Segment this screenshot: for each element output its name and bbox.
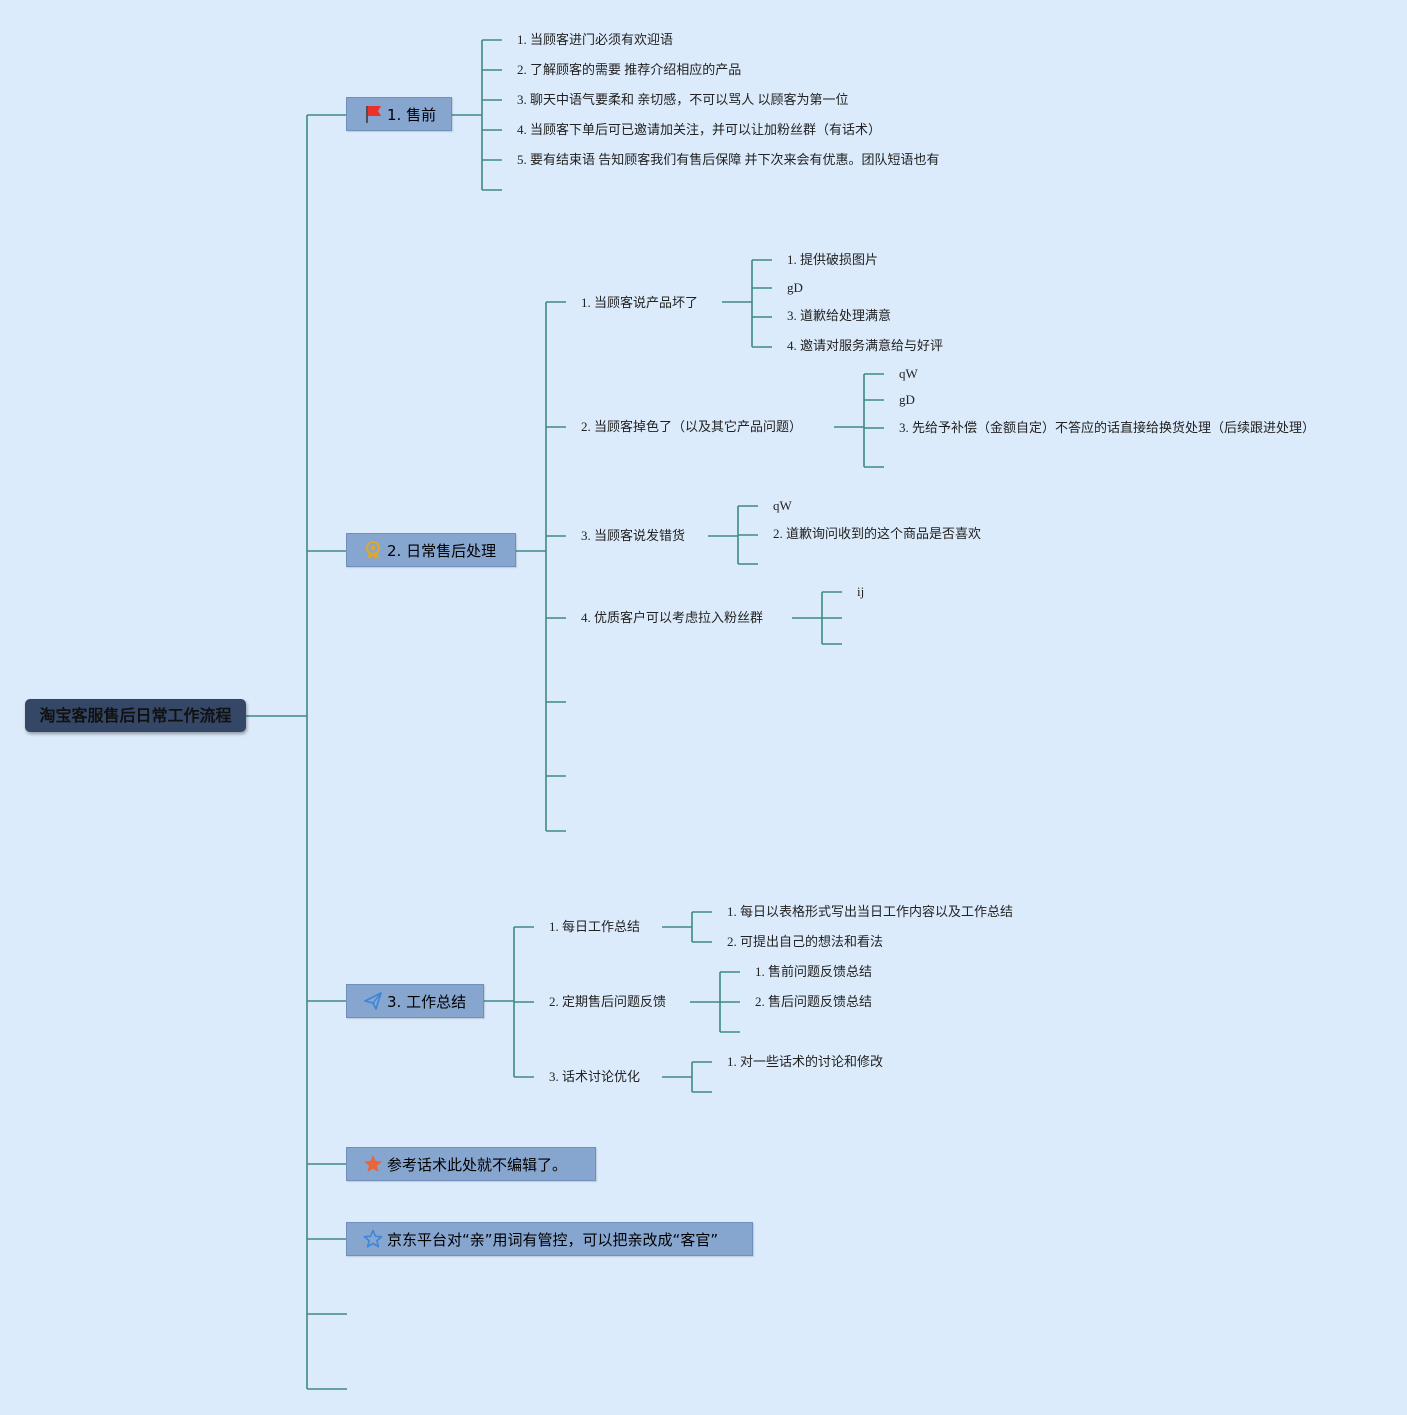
topic-label: 京东平台对“亲”用词有管控，可以把亲改成“客官”: [387, 1231, 719, 1249]
topic-work-summary[interactable]: 3. 工作总结: [346, 984, 484, 1018]
aftersale-leaf[interactable]: 3. 先给予补偿（金额自定）不答应的话直接给换货处理（后续跟进处理）: [899, 420, 1316, 435]
aftersale-leaf[interactable]: gD: [899, 392, 915, 407]
summary-leaf[interactable]: 1. 每日以表格形式写出当日工作内容以及工作总结: [727, 904, 1014, 919]
aftersale-subtopic[interactable]: 2. 当顾客掉色了（以及其它产品问题）: [581, 419, 803, 434]
red-flag-icon: [363, 104, 383, 124]
topic-label: 参考话术此处就不编辑了。: [387, 1156, 568, 1174]
summary-leaf[interactable]: 2. 售后问题反馈总结: [755, 994, 873, 1009]
aftersale-leaf[interactable]: ij: [857, 584, 865, 599]
presale-item[interactable]: 2. 了解顾客的需要 推荐介绍相应的产品: [517, 62, 742, 77]
presale-item[interactable]: 4. 当顾客下单后可已邀请加关注，并可以让加粉丝群（有话术）: [517, 122, 882, 137]
topic-label: 2. 日常售后处理: [387, 542, 497, 560]
aftersale-leaf[interactable]: gD: [787, 280, 803, 295]
aftersale-subtopic[interactable]: 3. 当顾客说发错货: [581, 528, 686, 543]
topic-presale[interactable]: 1. 售前: [346, 97, 452, 131]
paper-plane-icon: [363, 991, 383, 1011]
aftersale-leaf[interactable]: qW: [773, 498, 792, 513]
summary-subtopic[interactable]: 3. 话术讨论优化: [549, 1069, 641, 1084]
presale-item[interactable]: 5. 要有结束语 告知顾客我们有售后保障 并下次来会有优惠。团队短语也有: [517, 152, 940, 167]
summary-leaf[interactable]: 1. 售前问题反馈总结: [755, 964, 873, 979]
blue-outline-star-icon: [363, 1229, 383, 1249]
aftersale-leaf[interactable]: 1. 提供破损图片: [787, 252, 879, 267]
aftersale-leaf[interactable]: 2. 道歉询问收到的这个商品是否喜欢: [773, 526, 982, 541]
topic-label: 3. 工作总结: [387, 993, 467, 1011]
summary-subtopic[interactable]: 1. 每日工作总结: [549, 919, 641, 934]
award-ribbon-icon: [363, 540, 383, 560]
summary-leaf[interactable]: 1. 对一些话术的讨论和修改: [727, 1054, 884, 1069]
orange-star-icon: [363, 1154, 383, 1174]
topic-jd-platform-note[interactable]: 京东平台对“亲”用词有管控，可以把亲改成“客官”: [346, 1222, 753, 1256]
aftersale-subtopic[interactable]: 1. 当顾客说产品坏了: [581, 295, 699, 310]
presale-item[interactable]: 3. 聊天中语气要柔和 亲切感，不可以骂人 以顾客为第一位: [517, 92, 849, 107]
aftersale-leaf[interactable]: qW: [899, 366, 918, 381]
topic-aftersale[interactable]: 2. 日常售后处理: [346, 533, 516, 567]
aftersale-leaf[interactable]: 4. 邀请对服务满意给与好评: [787, 338, 944, 353]
root-topic[interactable]: 淘宝客服售后日常工作流程: [25, 699, 246, 732]
presale-item[interactable]: 1. 当顾客进门必须有欢迎语: [517, 32, 674, 47]
topic-label: 1. 售前: [387, 106, 437, 124]
summary-subtopic[interactable]: 2. 定期售后问题反馈: [549, 994, 667, 1009]
aftersale-subtopic[interactable]: 4. 优质客户可以考虑拉入粉丝群: [581, 610, 764, 625]
aftersale-leaf[interactable]: 3. 道歉给处理满意: [787, 308, 892, 323]
summary-leaf[interactable]: 2. 可提出自己的想法和看法: [727, 934, 884, 949]
topic-reference-scripts[interactable]: 参考话术此处就不编辑了。: [346, 1147, 596, 1181]
